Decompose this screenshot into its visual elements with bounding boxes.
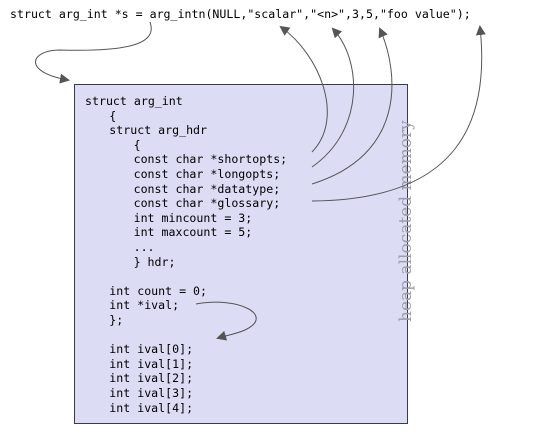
code-line: struct arg_int xyxy=(85,94,183,108)
code-line: const char *shortopts; xyxy=(133,152,288,167)
arrow-shortopts-to-null xyxy=(279,25,328,153)
arrow-glossary-to-foo-value xyxy=(311,25,486,202)
heap-memory-box: struct arg_int{struct arg_hdr{const char… xyxy=(74,84,408,424)
code-line: }; xyxy=(109,313,124,327)
code-line: } hdr; xyxy=(133,254,176,269)
code-line: const char *datatype; xyxy=(133,181,281,196)
code-line: int ival[1]; xyxy=(109,356,194,371)
code-line: const char *glossary; xyxy=(133,196,281,211)
code-line: int count = 0; xyxy=(109,283,208,298)
code-line: { xyxy=(133,137,141,152)
code-line: int ival[2]; xyxy=(109,371,194,386)
code-line: ... xyxy=(133,240,155,254)
code-line: int ival[3]; xyxy=(109,386,194,400)
code-line: struct arg_hdr xyxy=(109,123,208,138)
arrow-return-to-struct xyxy=(35,21,152,84)
code-line: int maxcount = 5; xyxy=(133,225,253,240)
code-line: int mincount = 3; xyxy=(133,210,253,225)
arrow-longopts-to-scalar xyxy=(311,27,355,168)
code-line: int *ival; xyxy=(109,298,180,313)
arrow-datatype-to-n xyxy=(311,27,393,185)
code-line: int ival[4]; xyxy=(109,400,194,415)
code-line: const char *longopts; xyxy=(133,167,281,181)
arrow-ival-to-array xyxy=(195,301,257,341)
code-line: { xyxy=(109,108,117,123)
top-code-statement: struct arg_int *s = arg_intn(NULL,"scala… xyxy=(10,7,471,21)
code-line: int ival[0]; xyxy=(109,342,194,357)
